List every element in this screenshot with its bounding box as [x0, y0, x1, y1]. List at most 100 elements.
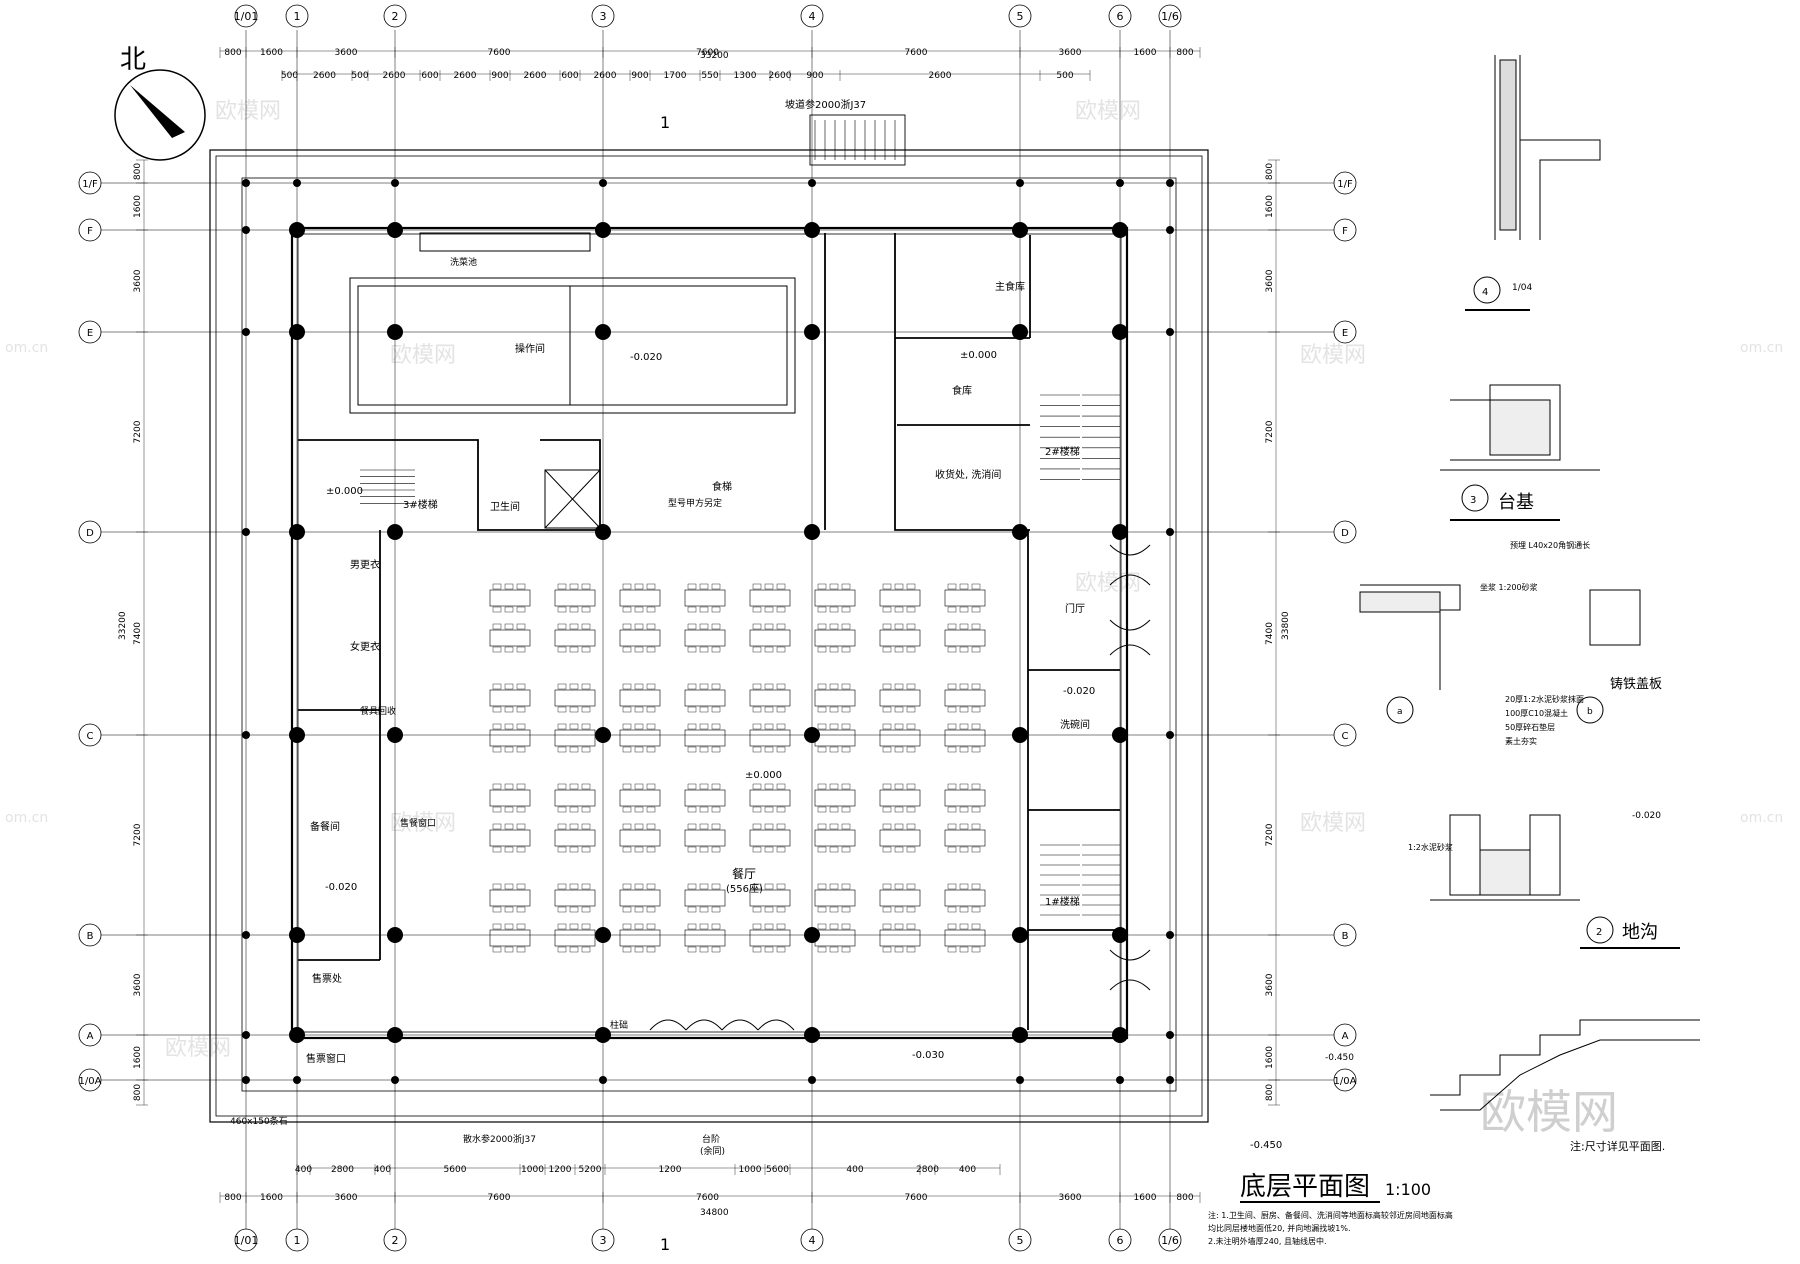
chair [959, 806, 969, 813]
chair [711, 646, 721, 653]
column [804, 927, 820, 943]
chair [711, 723, 721, 730]
column [289, 222, 305, 238]
chair [829, 846, 839, 853]
dim-top-2: 2600 [594, 71, 617, 81]
chair [516, 623, 526, 630]
column [1012, 1027, 1028, 1043]
chair [776, 623, 786, 630]
chair [622, 606, 632, 613]
detail-sheets: 4 1/04 3 台基 a b 铸铁盖板 预埋 [1325, 55, 1700, 1153]
dining-table [619, 689, 661, 707]
chair [947, 946, 957, 953]
dining-table [554, 729, 596, 747]
grid-label-y: D [86, 528, 94, 539]
chair [894, 783, 904, 790]
chair [504, 623, 514, 630]
chair [492, 883, 502, 890]
chair [687, 623, 697, 630]
chair [516, 906, 526, 913]
dining-table [684, 629, 726, 647]
column [599, 1076, 607, 1084]
dining-table [684, 729, 726, 747]
grid-bubble-x [285, 1228, 309, 1252]
chair [882, 706, 892, 713]
grid-label-x: 1/01 [234, 1234, 259, 1247]
chair [634, 783, 644, 790]
column [595, 524, 611, 540]
chair [516, 583, 526, 590]
chair [581, 923, 591, 930]
dining-table [619, 929, 661, 947]
dim-top-2: 1300 [734, 71, 757, 81]
overall-dim-right: 33800 [1281, 611, 1291, 640]
chair [764, 906, 774, 913]
column [595, 727, 611, 743]
grid-label-y: B [87, 931, 94, 942]
chair [776, 846, 786, 853]
chair [841, 883, 851, 890]
column [1166, 328, 1174, 336]
chair [634, 623, 644, 630]
chair [947, 923, 957, 930]
chair [906, 606, 916, 613]
dining-table [814, 629, 856, 647]
chair [557, 683, 567, 690]
dim-right: 800 [1265, 1084, 1275, 1101]
room-tableware: 餐具回收 [360, 705, 396, 717]
chair [894, 823, 904, 830]
overall-dim-top: 33200 [700, 51, 729, 61]
chair [711, 623, 721, 630]
chair [906, 746, 916, 753]
chair [776, 906, 786, 913]
room-operation: 操作间 [515, 342, 545, 355]
ramp-note: 坡道参2000浙J37 [785, 98, 866, 111]
dining-table [749, 629, 791, 647]
lift-shaft [544, 469, 601, 529]
column [808, 179, 816, 187]
dim-top-2: 2600 [454, 71, 477, 81]
chair [882, 806, 892, 813]
chair [906, 823, 916, 830]
chair [947, 783, 957, 790]
level-stair3: ±0.000 [326, 486, 363, 497]
watermark-large: 欧模网 [1480, 1085, 1618, 1139]
chair [492, 783, 502, 790]
chair [817, 823, 827, 830]
chair [492, 806, 502, 813]
chair [752, 823, 762, 830]
room-hall: 门厅 [1065, 602, 1085, 615]
chair [971, 946, 981, 953]
chair [581, 646, 591, 653]
chair [569, 583, 579, 590]
dim-bottom-2: 400 [846, 1165, 863, 1175]
chair [699, 623, 709, 630]
chair [882, 746, 892, 753]
chair [687, 906, 697, 913]
chair [569, 806, 579, 813]
chair [764, 646, 774, 653]
column [1112, 927, 1128, 943]
stone-label: 460x150条石 [230, 1115, 288, 1127]
chair [882, 783, 892, 790]
building-outline [209, 149, 1209, 1123]
chair [687, 783, 697, 790]
chair [711, 923, 721, 930]
chair [764, 846, 774, 853]
dining-tables [489, 583, 986, 953]
dining-table [489, 889, 531, 907]
grid-label-x: 5 [1017, 10, 1024, 23]
chair [516, 946, 526, 953]
grid-bubble-x [383, 4, 407, 28]
watermark-small: om.cn [5, 810, 48, 826]
chair [516, 806, 526, 813]
chair [516, 923, 526, 930]
chair [894, 906, 904, 913]
column [242, 731, 250, 739]
dim-bottom-1: 1600 [260, 1193, 283, 1203]
grid-label-y: C [87, 731, 94, 742]
chair [829, 906, 839, 913]
overall-dimensions: 33200 34800 33200 33800 [118, 51, 1291, 1218]
chair [817, 783, 827, 790]
